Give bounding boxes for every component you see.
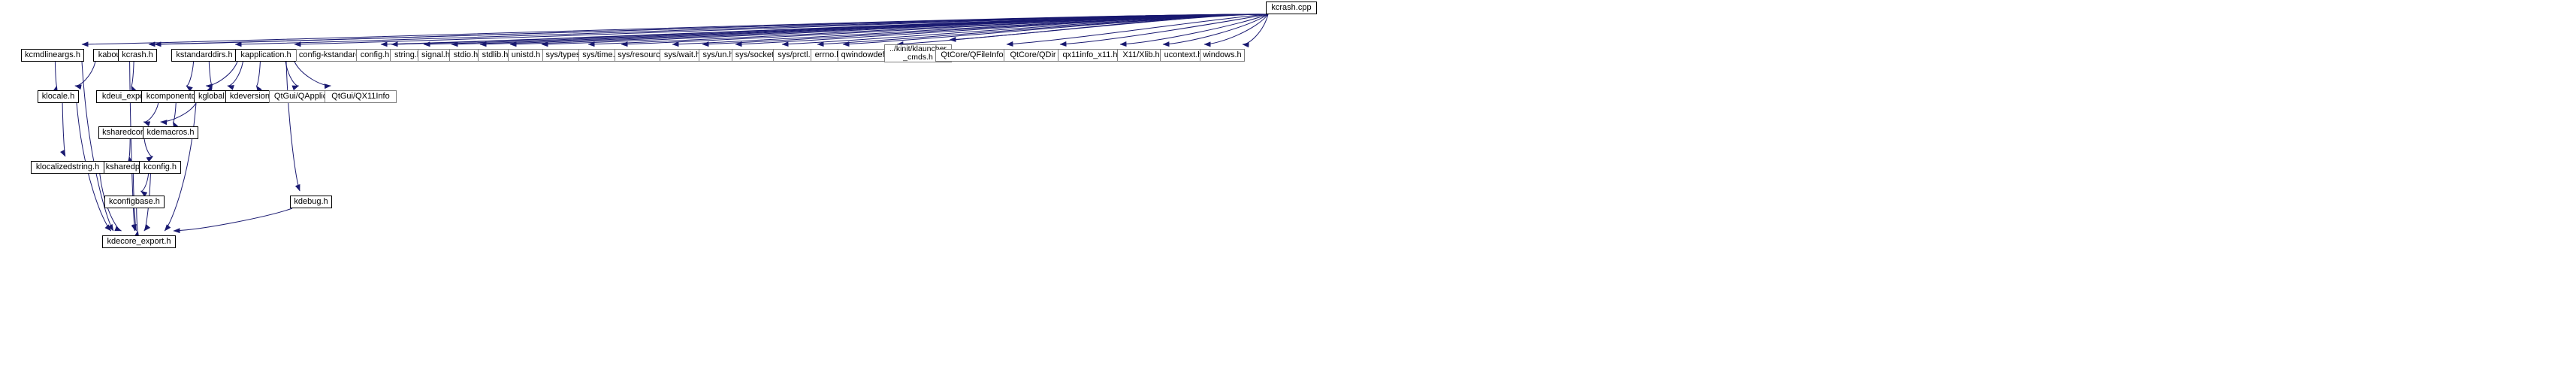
graph-node-label: QtCore/QDir	[1010, 50, 1056, 59]
graph-node-label: kdemacros.h	[146, 128, 195, 137]
graph-node-label: config.h	[360, 50, 390, 59]
graph-node-klocalizedstring-h[interactable]: klocalizedstring.h	[31, 161, 104, 174]
graph-node-label: klocalizedstring.h	[35, 162, 100, 171]
graph-edge	[255, 61, 262, 92]
graph-node-label: QtCore/QFileInfo	[941, 50, 1004, 59]
graph-node-label: kconfigbase.h	[109, 197, 160, 206]
graph-node-label: kcrash.h	[122, 50, 153, 59]
graph-node-qtcore-qfileinfo[interactable]: QtCore/QFileInfo	[935, 49, 1009, 62]
graph-edge	[59, 102, 66, 157]
graph-node-label: unistd.h	[511, 50, 541, 59]
graph-node-label: ucontext.h	[1164, 50, 1203, 59]
graph-node-label: sys/wait.h	[663, 50, 701, 59]
graph-node-label: kdecore_export.h	[107, 237, 171, 246]
graph-node-label: kcmdlineargs.h	[25, 50, 80, 59]
graph-edge	[205, 61, 238, 89]
graph-node-qtcore-qdir[interactable]: QtCore/QDir	[1004, 49, 1062, 62]
graph-edge	[131, 173, 137, 232]
graph-edge	[227, 61, 243, 90]
graph-edge	[134, 208, 140, 238]
graph-edge	[131, 61, 137, 93]
graph-node-label: QtGui/QX11Info	[331, 92, 390, 101]
graph-node-kdecore-export-h[interactable]: kdecore_export.h	[102, 235, 176, 248]
graph-edge	[949, 14, 1269, 42]
graph-node-sys-wait-h[interactable]: sys/wait.h	[660, 49, 705, 62]
graph-node-qtgui-qx11info[interactable]: QtGui/QX11Info	[325, 90, 397, 103]
graph-node-label: sys/prctl.h	[778, 50, 815, 59]
graph-node-label: kapplication.h	[240, 50, 291, 59]
graph-edge	[160, 102, 197, 126]
graph-node-kcrash-cpp[interactable]: kcrash.cpp	[1266, 2, 1317, 14]
graph-node-klocale-h[interactable]: klocale.h	[38, 90, 79, 103]
graph-edge	[285, 61, 300, 192]
graph-node-label: kdebug.h	[294, 197, 328, 206]
graph-node-label: stdio.h	[453, 50, 479, 59]
graph-node-label: stdlib.h	[482, 50, 509, 59]
graph-edge	[1059, 14, 1269, 47]
graph-node-kdemacros-h[interactable]: kdemacros.h	[143, 126, 198, 139]
graph-edge	[1162, 14, 1269, 47]
graph-node-label: kstandarddirs.h	[176, 50, 233, 59]
graph-node-kconfigbase-h[interactable]: kconfigbase.h	[104, 196, 165, 208]
graph-node-label: qx11info_x11.h	[1062, 50, 1118, 59]
graph-edge	[143, 102, 159, 126]
graph-node-kapplication-h[interactable]: kapplication.h	[235, 49, 297, 62]
graph-node-kconfig-h[interactable]: kconfig.h	[139, 161, 181, 174]
graph-node-windows-h[interactable]: windows.h	[1200, 49, 1245, 62]
graph-node-label: windows.h	[1203, 50, 1242, 59]
graph-node-kdebug-h[interactable]: kdebug.h	[290, 196, 332, 208]
graph-node-qx11info-x11-h[interactable]: qx11info_x11.h	[1058, 49, 1122, 62]
graph-node-label: X11/Xlib.h	[1122, 50, 1160, 59]
graph-node-x11-xlib-h[interactable]: X11/Xlib.h	[1117, 49, 1165, 62]
graph-edge	[172, 102, 179, 129]
graph-node-label: kcrash.cpp	[1271, 3, 1312, 12]
graph-edge	[1119, 14, 1269, 47]
graph-node-config-h[interactable]: config.h	[356, 49, 394, 62]
graph-edge	[143, 138, 154, 162]
graph-node-label: sys/un.h	[702, 50, 734, 59]
graph-edge	[76, 102, 112, 232]
graph-edge	[186, 61, 195, 92]
graph-edge	[1203, 14, 1269, 47]
graph-edge	[81, 61, 114, 232]
graph-node-label: kconfig.h	[143, 162, 177, 171]
graph-edge	[1242, 14, 1269, 48]
graph-node-unistd-h[interactable]: unistd.h	[508, 49, 544, 62]
graph-node-kcrash-h[interactable]: kcrash.h	[118, 49, 157, 62]
graph-node-signal-h[interactable]: signal.h	[418, 49, 454, 62]
graph-edge	[74, 61, 96, 90]
graph-node-label: signal.h	[421, 50, 450, 59]
graph-edge	[143, 173, 151, 232]
graph-edge	[99, 173, 122, 232]
graph-edge	[1006, 14, 1269, 47]
graph-node-label: klocale.h	[41, 92, 75, 101]
graph-edge	[53, 61, 58, 93]
graph-edge	[294, 61, 331, 89]
graph-node-kcmdlineargs-h[interactable]: kcmdlineargs.h	[21, 49, 84, 62]
graph-node-kstandarddirs-h[interactable]: kstandarddirs.h	[171, 49, 237, 62]
graph-edge	[140, 173, 149, 197]
graph-edge	[173, 208, 293, 234]
graph-edge	[127, 138, 133, 163]
